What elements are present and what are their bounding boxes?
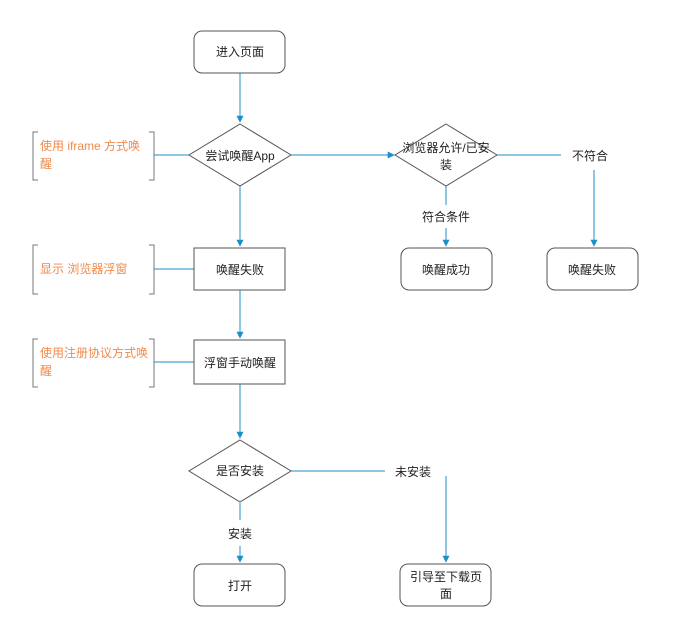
node-open: 打开 [193,563,286,607]
note-bracket-left [32,131,38,181]
node-wake-success-label: 唤醒成功 [422,263,470,277]
note-bracket-right [149,244,155,295]
node-try-wake-app-label: 尝试唤醒App [205,148,275,163]
node-try-wake-app: 尝试唤醒App [188,123,292,187]
edge-label-installed: 安装 [228,526,252,541]
node-enter-page-label: 进入页面 [216,45,264,59]
note-bracket-left [32,338,38,388]
edge-label-not-installed: 未安装 [395,464,431,479]
node-is-installed: 是否安装 [188,439,292,503]
node-enter-page: 进入页面 [193,30,286,74]
node-browser-allowed: 浏览器允许/已安 装 [394,123,498,187]
node-guide-download-line2: 面 [440,587,452,601]
note-iframe-line1: 使用 iframe 方式唤 [40,138,140,153]
node-float-manual-wake: 浮窗手动唤醒 [193,339,286,385]
edge-label-match-condition: 符合条件 [422,209,470,224]
node-wake-fail-right-label: 唤醒失败 [568,262,616,277]
node-open-label: 打开 [228,579,252,593]
node-browser-allowed-line2: 装 [440,158,452,172]
note-protocol: 使用注册协议方式唤 醒 [32,338,155,388]
note-show-float: 显示 浏览器浮窗 [32,244,155,295]
node-wake-fail-left: 唤醒失败 [193,247,286,291]
note-iframe: 使用 iframe 方式唤 醒 [32,131,155,181]
node-guide-download-line1: 引导至下载页 [410,570,482,584]
node-wake-success: 唤醒成功 [400,247,493,291]
note-protocol-line2: 醒 [40,364,52,378]
node-is-installed-label: 是否安装 [216,463,264,478]
node-float-manual-wake-label: 浮窗手动唤醒 [204,356,276,370]
node-wake-fail-left-label: 唤醒失败 [216,262,264,277]
edge-label-not-match: 不符合 [572,148,608,163]
note-protocol-line1: 使用注册协议方式唤 [40,345,148,360]
note-show-float-text: 显示 浏览器浮窗 [40,261,127,276]
node-guide-download: 引导至下载页 面 [399,563,492,607]
note-bracket-left [32,244,38,295]
node-wake-fail-right: 唤醒失败 [546,247,639,291]
node-browser-allowed-line1: 浏览器允许/已安 [402,140,489,155]
edges [154,73,598,563]
note-bracket-right [149,131,155,181]
note-bracket-right [149,338,155,388]
note-iframe-line2: 醒 [40,157,52,171]
